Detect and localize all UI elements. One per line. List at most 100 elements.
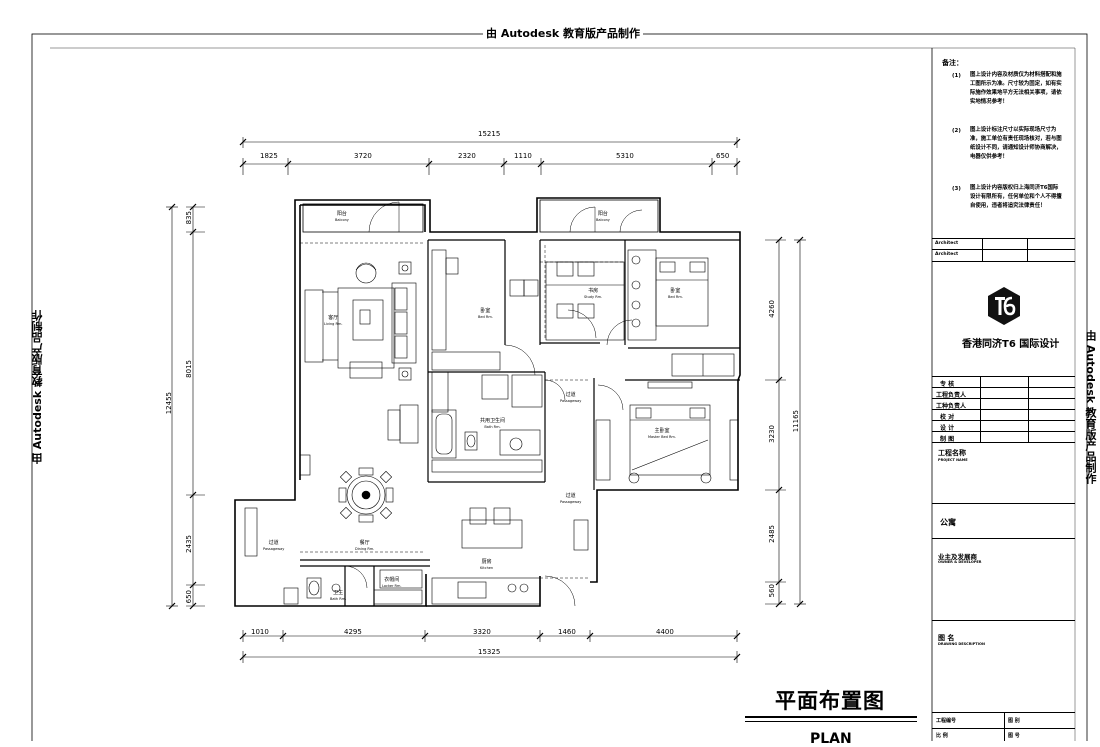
sig-row-divider (932, 420, 1075, 421)
note-2-num: (2) (952, 128, 961, 134)
sig-row-divider (932, 387, 1075, 388)
left-dim-ticks (168, 203, 197, 610)
right-dimensions (765, 239, 806, 605)
owner-label-en: OWNER & DEVELOPER (938, 560, 982, 564)
room-label-en: Bed Rm. (478, 315, 493, 319)
signature-table: 专 核 工程负责人 工种负责人 校 对 设 计 制 图 (932, 376, 1075, 443)
room-label-en: Study Rm. (584, 295, 603, 299)
drawing-title: 平面布置图 (775, 689, 885, 713)
title-underline (745, 716, 917, 718)
note-2-text: 图上设计标注尺寸以实际现场尺寸为准，施工单位有责任现场核对，若与图纸设计不同，请… (970, 127, 1062, 160)
t6-logo-icon (988, 287, 1020, 325)
sig-label: 工种负责人 (936, 403, 967, 410)
room-label: 卧室 (480, 308, 491, 314)
room-label: 厨房 (481, 559, 492, 565)
project-label-en: PROJECT NAME (938, 458, 968, 462)
sig-label: 专 核 (940, 381, 955, 388)
bedroom-furniture (431, 249, 539, 413)
room-label: 餐厅 (359, 540, 370, 546)
room-label: 过道 (565, 493, 576, 499)
dim-top-6: 650 (716, 152, 730, 160)
tb-divider (932, 503, 1075, 504)
dashed-lines (300, 242, 625, 579)
bath-fixtures (431, 374, 543, 473)
room-label-en: Passageway (560, 399, 582, 403)
dim-top-3: 2320 (458, 152, 476, 160)
bottom-dim-ticks (239, 632, 741, 661)
room-label: 过道 (565, 392, 576, 398)
tb-divider (932, 620, 1075, 621)
dim-left-3: 2435 (185, 535, 193, 553)
architect-row-divider (932, 238, 1075, 239)
sig-label: 制 图 (940, 436, 955, 443)
dim-bottom-total: 15325 (478, 648, 501, 656)
architect-row-divider (932, 261, 1075, 262)
room-label-en: Living Rm. (324, 322, 343, 326)
dim-left-2: 8015 (185, 360, 193, 378)
sig-label: 设 计 (940, 425, 955, 432)
room-label: 主卧室 (654, 428, 670, 434)
note-1-num: (1) (952, 73, 961, 79)
project-value: 公寓 (940, 518, 956, 527)
room-label-en: Bath Rm. (484, 425, 501, 429)
dim-bottom-1: 1010 (251, 628, 269, 636)
note-1-text: 图上设计内容及材质仅为材料搭配和施工图所示为准。尺寸较为固定，如有实际施作效果地… (970, 72, 1062, 105)
architect-col-divider (1027, 238, 1028, 261)
architect-col-divider (982, 238, 983, 261)
sig-row-divider (932, 398, 1075, 399)
dim-left-4: 650 (185, 590, 193, 604)
sig-row-divider (932, 409, 1075, 410)
room-label: 阳台 (336, 211, 347, 217)
room-label-en: Passageway (560, 500, 582, 504)
sig-label: 工程负责人 (936, 392, 967, 399)
dim-right-2: 3230 (768, 425, 776, 443)
project-label: 工程名称 (938, 449, 966, 457)
master-furniture (595, 381, 739, 484)
room-label-en: Bath Rm. (330, 597, 347, 601)
dim-left-total: 12455 (165, 392, 173, 415)
dim-bottom-3: 3320 (473, 628, 491, 636)
room-label: 共用卫生间 (480, 418, 506, 424)
title-underline-thin (745, 721, 917, 722)
left-dimensions (166, 206, 205, 607)
note-3-num: (3) (952, 186, 961, 192)
drawing-label-en: DRAWING DESCRIPTION (938, 642, 985, 646)
door-swings (344, 201, 643, 607)
right-dim-ticks (775, 236, 804, 608)
study-furniture (545, 261, 625, 341)
room-label-en: Dining Rm. (355, 547, 375, 551)
dim-left-1: 835 (185, 211, 193, 225)
top-dimensions (242, 137, 738, 175)
room-label-en: Master Bed Rm. (648, 435, 676, 439)
architect-row-divider (932, 249, 1075, 250)
dim-right-3: 2485 (768, 525, 776, 543)
title-block: 备注： (1) 图上设计内容及材质仅为材料搭配和施工图所示为准。尺寸较为固定，如… (932, 48, 1075, 741)
dim-right-4: 560 (768, 584, 776, 598)
dim-bottom-5: 4400 (656, 628, 674, 636)
notes-title: 备注： (942, 59, 963, 67)
kitchen-furniture (431, 507, 589, 605)
room-label-en: Balcony (596, 218, 610, 222)
tb-divider (932, 712, 1075, 713)
dim-top-1: 1825 (260, 152, 278, 160)
room-label-en: Locker Rm. (382, 584, 402, 588)
room-label: 阳台 (597, 211, 608, 217)
brand-name: 香港同济T6 国际设计 (962, 339, 1060, 350)
exterior-walls (234, 197, 741, 607)
drawing-type-label: 图 别 (1008, 718, 1020, 724)
room-label: 衣帽间 (384, 577, 400, 583)
job-number-label: 工程编号 (936, 718, 957, 724)
watermark-right: 由 Autodesk 教育版产品制作 (1084, 330, 1097, 485)
dim-right-total: 11165 (792, 410, 800, 433)
drawing-number-label: 图 号 (1008, 733, 1020, 739)
